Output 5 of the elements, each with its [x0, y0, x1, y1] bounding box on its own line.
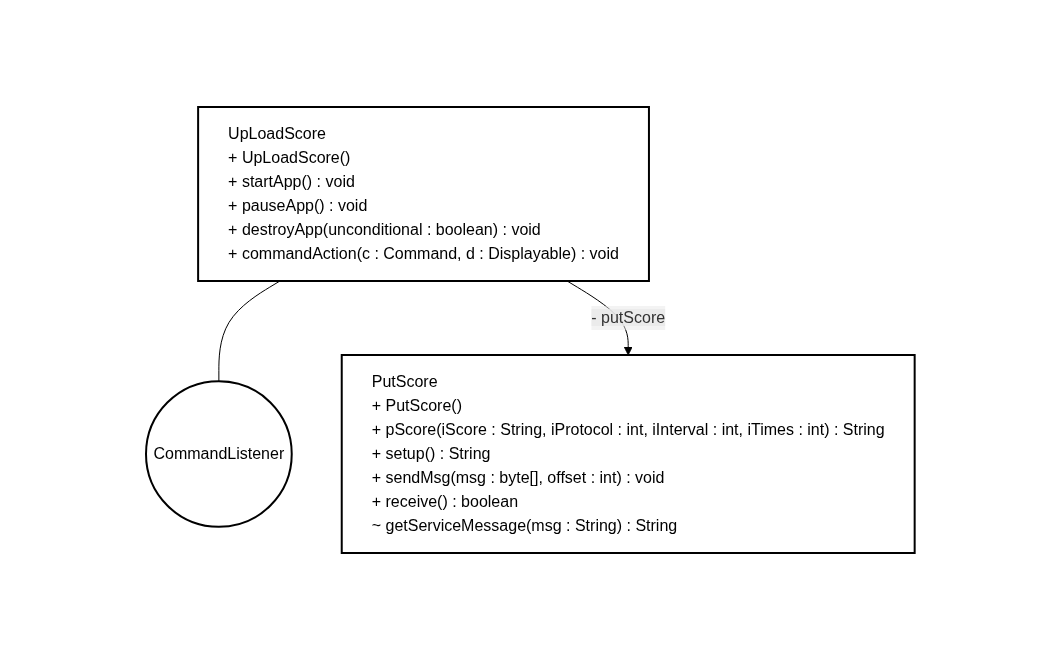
edge-label: - putScore	[591, 308, 666, 326]
connector	[218, 280, 281, 382]
node-box: PutScore + PutScore() + pScore(iScore : String, iProtocol : int, iInterval : int, iTimes : int) : String + setup() : String + sendMsg(msg : byte[], offset : int) : void + receive() : boolean ~ getServiceMessage(msg : String) : String	[340, 353, 916, 554]
node-circle: CommandListener	[145, 379, 293, 528]
node-box: UpLoadScore + UpLoadScore() + startApp() : void + pauseApp() : void + destroyApp(unconditional : boolean) : void + commandAction(c : Command, d : Displayable) : void	[197, 105, 651, 282]
